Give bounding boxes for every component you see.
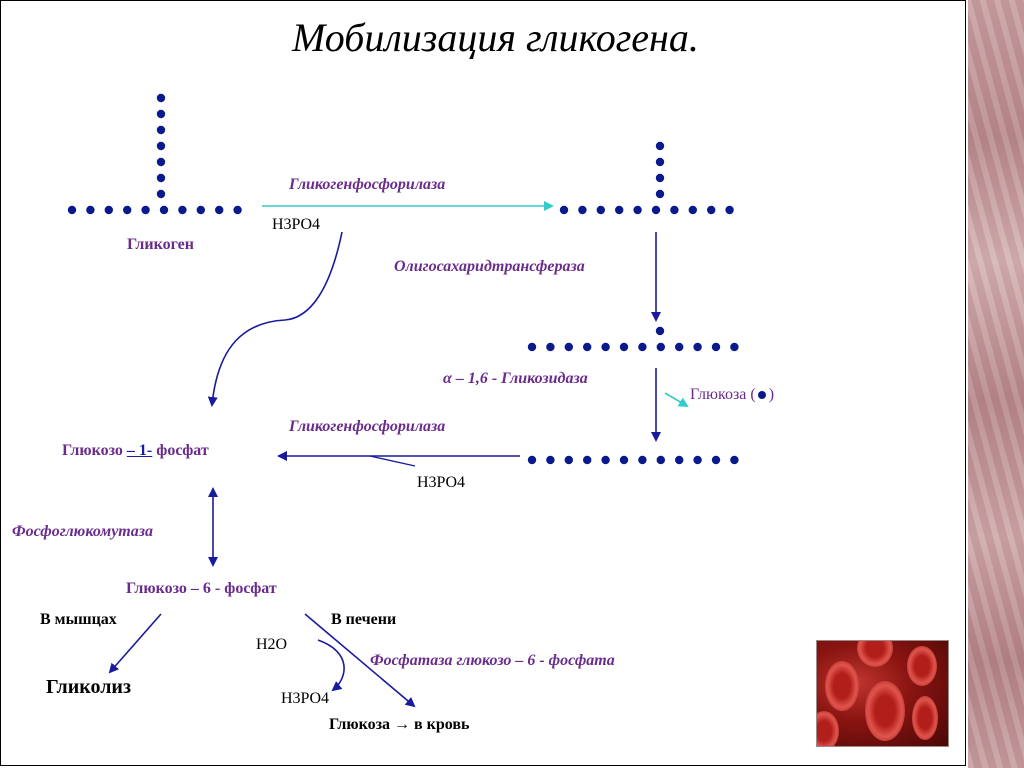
shortened-branch-dot xyxy=(655,157,665,167)
glycogen-chain-dot xyxy=(104,205,114,215)
transferred-chain-dot xyxy=(583,342,592,352)
shortened-chain-dot xyxy=(725,205,734,215)
shortened-chain-dot xyxy=(707,205,716,215)
linear-chain-dot xyxy=(546,455,555,465)
glucose-6-phosphate-label: Глюкозо – 6 - фосфат xyxy=(126,580,277,597)
glycogen-chain-dot xyxy=(67,205,77,215)
glycogen-chain-dot xyxy=(178,205,187,215)
g1p-part-c: фосфат xyxy=(152,442,209,459)
glycogen-branch-dot xyxy=(156,141,166,151)
shortened-chain-dot xyxy=(596,205,605,215)
transferred-chain-dot xyxy=(693,342,702,352)
h2o-label: H2O xyxy=(256,636,288,653)
arrow-to-glycolysis xyxy=(108,613,162,674)
linear-chain-dot xyxy=(656,455,665,465)
branch-point-dot xyxy=(655,326,665,336)
arrow-hydrolysis-curve xyxy=(317,639,345,692)
decorative-side-strip xyxy=(968,0,1024,768)
glycolysis-label: Гликолиз xyxy=(46,676,131,698)
transferred-chain-dot xyxy=(546,342,555,352)
shortened-chain-dot xyxy=(670,205,679,215)
glycogen-chain-dot xyxy=(233,205,242,215)
red-blood-cells-image xyxy=(816,640,949,747)
enzyme-phosphorylase-label-2: Гликогенфосфорилаза xyxy=(289,418,446,435)
shortened-chain-dot xyxy=(578,205,587,215)
linear-chain-dot xyxy=(619,455,629,465)
g1p-part-b: – 1- xyxy=(126,442,153,459)
glucose-to-blood-label: Глюкоза → в кровь xyxy=(329,716,470,733)
linear-chain-dot xyxy=(675,455,684,465)
linear-chain-dot xyxy=(730,455,739,465)
transferred-chain-dot xyxy=(730,342,739,352)
enzyme-transferase-label: Олигосахаридтрансфераза xyxy=(394,258,585,275)
free-glucose-text: Глюкоза ( xyxy=(690,386,756,403)
glycogen-chain-dot xyxy=(86,205,95,215)
shortened-chain-dot xyxy=(633,205,642,215)
linear-chain-dot xyxy=(638,455,647,465)
linear-chain-dot xyxy=(564,455,573,465)
free-glucose-label: Глюкоза () xyxy=(690,386,774,404)
in-muscles-label: В мышцах xyxy=(40,611,117,628)
shortened-chain-dot xyxy=(615,205,624,215)
shortened-chain-dot xyxy=(688,205,697,215)
transferred-chain-dot xyxy=(601,342,610,352)
enzyme-glucosidase-label: α – 1,6 - Гликозидаза xyxy=(443,370,588,387)
h3po4-label-3: H3PO4 xyxy=(281,690,330,707)
shortened-branch-dot xyxy=(655,141,665,151)
linear-chain-dot xyxy=(711,455,721,465)
glucose-chain-dots xyxy=(67,93,739,465)
linear-chain-dot xyxy=(527,455,537,465)
glucose-1-phosphate-label: Глюкозо – 1- фосфат xyxy=(62,442,209,460)
transferred-chain-dot xyxy=(619,342,629,352)
glycogen-branch-dot xyxy=(156,125,166,135)
slide-title: Мобилизация гликогена. xyxy=(292,15,699,60)
arrow-to-blood-glucose xyxy=(304,613,416,708)
linear-chain-dot xyxy=(693,455,702,465)
glycogen-chain-dot xyxy=(159,205,169,215)
shortened-branch-dot xyxy=(655,189,665,199)
enzyme-mutase-label: Фосфоглюкомутаза xyxy=(12,523,153,540)
glycogen-label: Гликоген xyxy=(127,236,194,253)
shortened-branch-dot xyxy=(655,173,665,183)
slide-frame xyxy=(0,0,966,766)
transferred-chain-dot xyxy=(564,342,573,352)
enzyme-phosphatase-label: Фосфатаза глюкозо – 6 - фосфата xyxy=(370,652,615,669)
glycogen-branch-dot xyxy=(156,173,166,183)
transferred-chain-dot xyxy=(638,342,647,352)
glucose-dot-icon xyxy=(757,390,766,399)
glycogen-branch-dot xyxy=(156,157,166,167)
h3po4-2-joint-line xyxy=(369,455,416,467)
glycogen-chain-dot xyxy=(123,205,132,215)
h3po4-label-1: H3PO4 xyxy=(272,216,321,233)
glycogen-branch-dot xyxy=(156,109,166,119)
glycogen-branch-dot xyxy=(156,189,166,199)
glycogen-chain-dot xyxy=(141,205,150,215)
free-glucose-close: ) xyxy=(768,386,775,403)
glycogen-chain-dot xyxy=(196,205,205,215)
enzyme-phosphorylase-label-1: Гликогенфосфорилаза xyxy=(289,176,446,193)
g1p-part-a: Глюкозо xyxy=(62,442,127,459)
arrow-free-glucose xyxy=(664,392,689,408)
glycogen-branch-dot xyxy=(156,93,166,103)
transferred-chain-dot xyxy=(527,342,537,352)
in-liver-label: В печени xyxy=(331,611,397,628)
h3po4-label-2: H3PO4 xyxy=(417,474,466,491)
transferred-chain-dot xyxy=(656,342,665,352)
transferred-chain-dot xyxy=(675,342,684,352)
arrow-h3po4-to-g1p xyxy=(207,231,343,407)
transferred-chain-dot xyxy=(711,342,721,352)
shortened-chain-dot xyxy=(651,205,661,215)
glycogen-chain-dot xyxy=(215,205,224,215)
linear-chain-dot xyxy=(601,455,610,465)
linear-chain-dot xyxy=(583,455,592,465)
shortened-chain-dot xyxy=(559,205,569,215)
